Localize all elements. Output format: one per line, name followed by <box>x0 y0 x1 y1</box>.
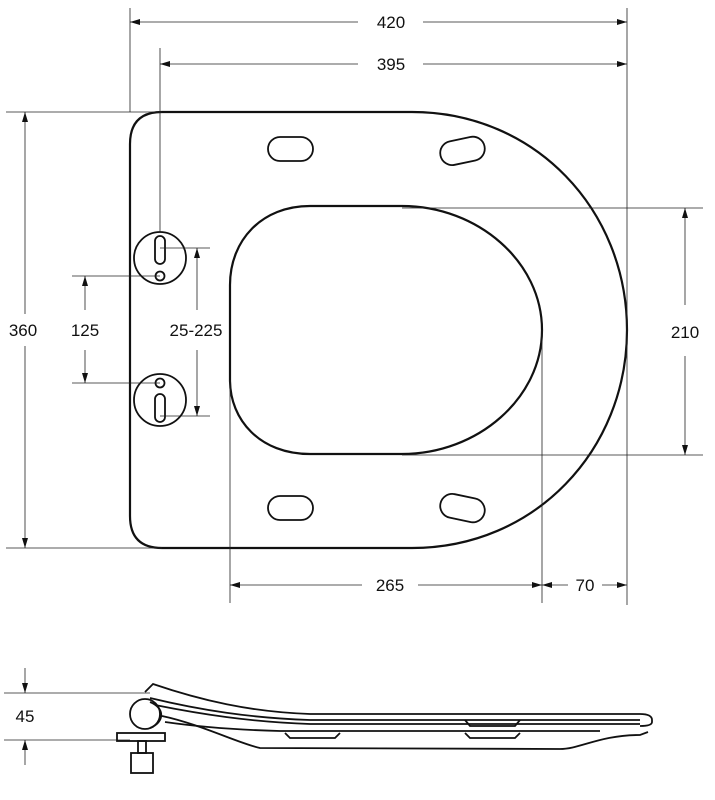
dim-hinge-spacing: 125 <box>71 321 99 340</box>
lid-slot-bottom-right <box>439 493 486 524</box>
seat-opening <box>228 204 544 456</box>
dim-height: 45 <box>16 707 35 726</box>
hinge-mount-bottom <box>133 373 187 427</box>
dim-opening-length: 265 <box>376 576 404 595</box>
lid-slot-bottom-left <box>267 495 314 521</box>
seat-outline <box>128 110 629 550</box>
dim-front-rim: 70 <box>576 576 595 595</box>
dim-hinge-to-front: 395 <box>377 55 405 74</box>
side-view-profile <box>116 682 653 774</box>
lid-slot-top-left <box>267 136 314 162</box>
dim-hinge-adjust: 25-225 <box>170 321 223 340</box>
lid-slot-top-right <box>439 135 486 166</box>
dim-overall-width: 420 <box>377 13 405 32</box>
dim-opening-width: 210 <box>671 323 699 342</box>
dim-overall-length: 360 <box>9 321 37 340</box>
